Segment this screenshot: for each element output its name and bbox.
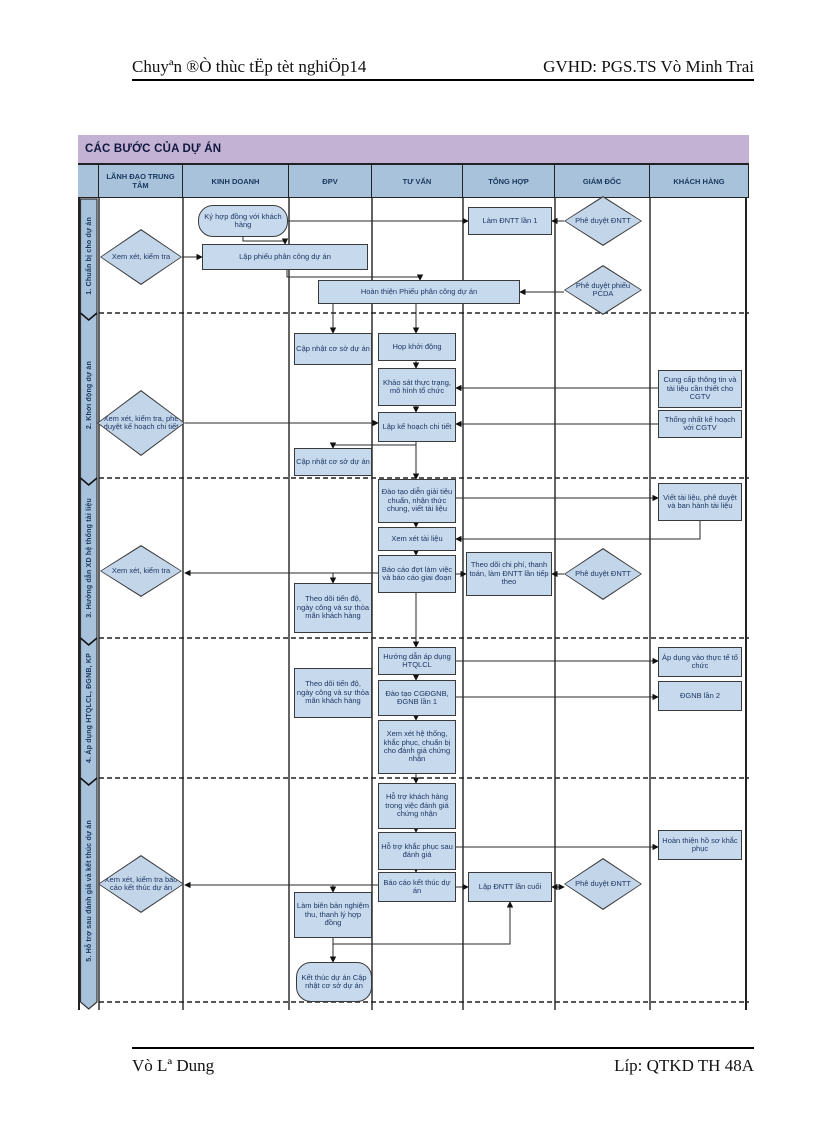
section-label: 3. Hướng dẫn XD hệ thống tài liệu [86,498,93,618]
flow-node-n34-rect: Làm biên bản nghiệm thu, thanh lý hợp đồ… [294,892,372,938]
flow-node-n5-rect: Làm ĐNTT lần 1 [468,207,552,235]
lane-header-strip [78,165,99,198]
section-label: 2. Khởi động dự án [86,361,93,430]
flow-node-n15-rect: Thống nhất kế hoạch với CGTV [658,410,742,438]
page-footer-left: Vò Lª Dung [132,1056,215,1075]
lane-header-tu-van: TƯ VẤN [372,165,463,198]
diagram-title: CÁC BƯỚC CỦA DỰ ÁN [85,143,222,155]
section-banner-chevron [79,777,98,787]
flow-connector [333,901,514,945]
flow-node-n21-rect: Viết tài liệu, phê duyệt và ban hành tài… [658,483,742,521]
lane-header-giam-doc: GIÁM ĐỐC [555,165,650,198]
flow-node-n33-rect: Báo cáo kết thúc dự án [378,872,456,902]
flow-connector [286,270,424,281]
flow-node-n9-rect: Họp khởi động [378,333,456,361]
page-header-left: Chuyªn ®Ò thùc tËp tèt nghiÖp14 [132,57,367,76]
flow-connector [455,521,701,543]
flow-node-n17-rect: Xem xét tài liệu [378,527,456,551]
flow-connector [242,237,289,245]
diagram-title-bar: CÁC BƯỚC CỦA DỰ ÁN [78,135,749,165]
flow-node-n30-rect: Hỗ trợ khách hàng trong việc đánh giá ch… [378,783,456,829]
lane-header-tong-hop: TỔNG HỢP [463,165,555,198]
flow-node-n19-rect: Báo cáo đợt làm việc và báo cáo giai đoạ… [378,555,456,593]
flow-node-n35-stadium: Kết thúc dự án Cập nhật cơ sở dự án [296,962,372,1002]
page-footer: Vò Lª Dung Líp: QTKD TH 48A [132,1047,754,1076]
flow-node-n13-rect: Cập nhật cơ sở dự án [294,448,372,476]
lane-header-kinh-doanh: KINH DOANH [183,165,289,198]
flow-node-n12-rect: Lập kế hoạch chi tiết [378,412,456,442]
flow-node-n22-rect: Theo dõi chi phí, thanh toán, làm ĐNTT l… [466,552,552,596]
flow-node-n16-rect: Đào tạo diễn giải tiêu chuẩn, nhận thức … [378,479,456,523]
lane-header-lanh-dao: LÃNH ĐẠO TRUNG TÂM [99,165,183,198]
lane-header-dpv: ĐPV [289,165,372,198]
flow-node-n8-rect: Cập nhật cơ sở dự án [294,333,372,365]
flow-node-n36-rect: Hoàn thiện hồ sơ khắc phục [658,830,742,860]
section-banner-strip [79,198,98,1010]
section-banner-s2: 2. Khởi động dự án [80,313,99,478]
flow-node-n27-rect: Xem xét hệ thống, khắc phục, chuẩn bị ch… [378,720,456,774]
section-label: 1. Chuẩn bị cho dự án [86,217,93,295]
section-label: 4. Áp dụng HTQLCL, ĐGNB, KP [86,652,93,763]
flow-node-n10-rect: Khảo sát thực trạng, mô hình tổ chức [378,368,456,406]
page-footer-right: Líp: QTKD TH 48A [614,1056,754,1075]
page-header-right: GVHD: PGS.TS Vò Minh Trai [543,57,754,76]
section-banner-s4: 4. Áp dụng HTQLCL, ĐGNB, KP [80,638,99,778]
flow-node-n4-rect: Hoàn thiện Phiếu phân công dự án [318,280,520,304]
diagram-lines-layer [79,198,749,1010]
flow-node-n28-rect: Áp dụng vào thực tế tổ chức [658,647,742,677]
flow-node-n37-rect: Lập ĐNTT lần cuối [468,872,552,902]
flow-node-n20-rect: Theo dõi tiến độ, ngày công và sự thỏa m… [294,583,372,633]
lane-header-khach-hang: KHÁCH HÀNG [650,165,749,198]
flow-node-n26-rect: Đào tạo CGĐGNB, ĐGNB lần 1 [378,680,456,716]
section-banner-chevron [79,477,98,487]
flow-node-n29-rect: ĐGNB lần 2 [658,681,742,711]
flow-node-n3-rect: Lập phiếu phân công dự án [202,244,368,270]
section-label: 5. Hỗ trợ sau đánh giá và kết thúc dự án [86,819,93,962]
flow-node-n14-rect: Cung cấp thông tin và tài liệu cần thiết… [658,370,742,408]
flow-node-n25-rect: Hướng dẫn áp dụng HTQLCL [378,647,456,675]
flow-node-n31-rect: Hỗ trợ khắc phục sau đánh giá [378,832,456,870]
section-banner-s5: 5. Hỗ trợ sau đánh giá và kết thúc dự án [80,778,99,1003]
section-banner-s3: 3. Hướng dẫn XD hệ thống tài liệu [80,478,99,638]
page-header: Chuyªn ®Ò thùc tËp tèt nghiÖp14 GVHD: PG… [132,46,754,81]
section-banner-chevron [79,312,98,322]
section-banner-s1: 1. Chuẩn bị cho dự án [80,199,99,313]
section-banner-chevron [79,637,98,647]
flow-node-n24-rect: Theo dõi tiến độ, ngày công và sự thỏa m… [294,668,372,718]
flow-node-n1-stadium: Ký hợp đồng với khách hàng [198,205,288,237]
